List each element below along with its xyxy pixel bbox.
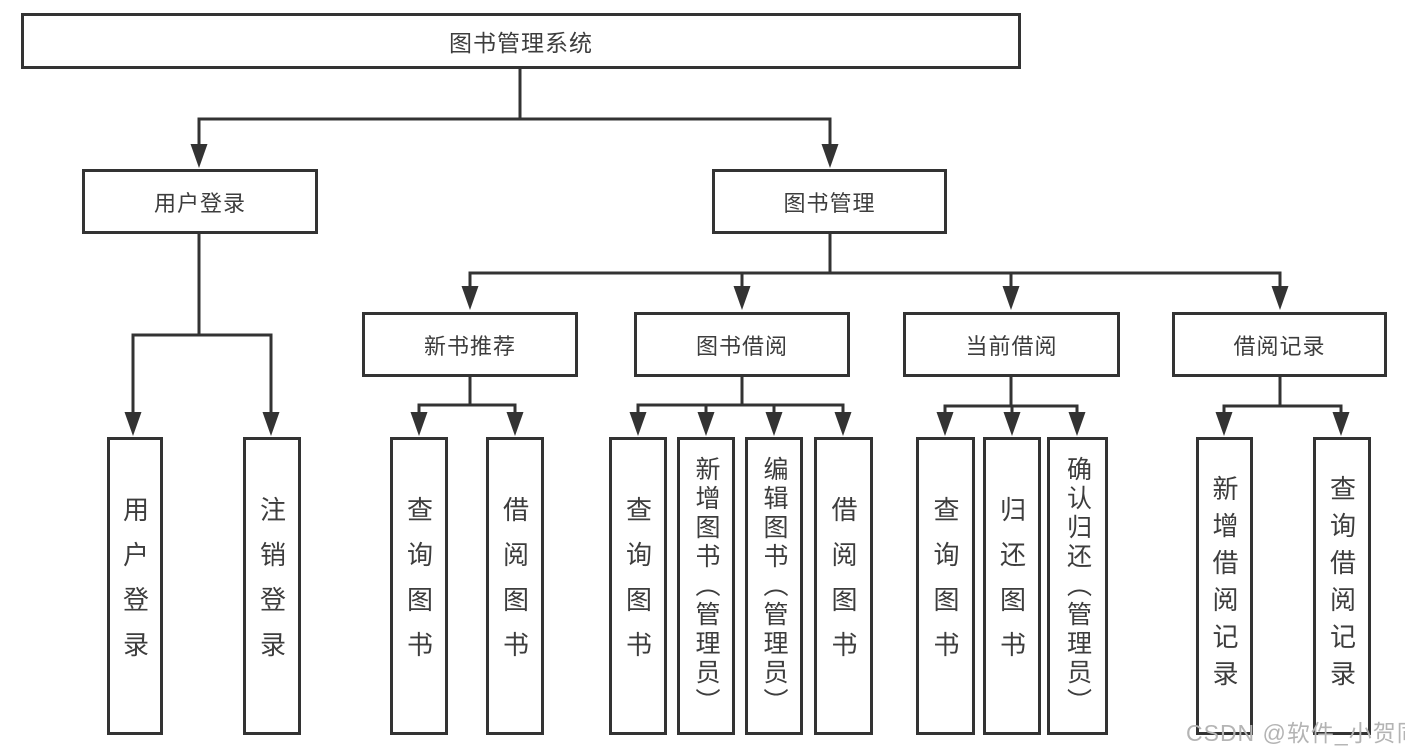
node-user-login-leaf: 用户登录 [107,437,163,735]
node-book-management: 图书管理 [712,169,947,234]
node-label: 新增借阅记录 [1209,475,1239,697]
node-label: 图书借阅 [695,333,788,359]
node-label: 新书推荐 [423,333,516,359]
node-return-books: 归还图书 [983,437,1041,735]
node-label: 查询图书 [930,496,960,676]
node-label: 用户登录 [119,496,150,676]
node-label: 借阅图书 [828,496,858,676]
csdn-watermark: CSDN @软件_小贺同学 [1186,720,1405,746]
node-edit-books-admin: 编辑图书（管理员） [745,437,803,735]
node-label: 查询借阅记录 [1326,475,1357,697]
node-query-books-recommend: 查询图书 [390,437,448,735]
node-label: 图书管理系统 [449,30,593,56]
node-borrowing-records: 借阅记录 [1172,312,1387,377]
node-borrow-books-recommend: 借阅图书 [486,437,544,735]
node-query-books-borrow: 查询图书 [609,437,667,735]
node-label: 注销登录 [256,496,287,676]
node-logout: 注销登录 [243,437,301,735]
node-label: 归还图书 [996,496,1027,676]
node-book-borrowing: 图书借阅 [634,312,850,377]
node-label: 借阅记录 [1233,333,1326,359]
node-new-book-recommendation: 新书推荐 [362,312,578,377]
node-label: 用户登录 [153,190,246,216]
node-label: 当前借阅 [965,333,1058,359]
node-query-books-current: 查询图书 [916,437,975,735]
node-label: 确认归还（管理员） [1063,455,1092,717]
node-label: 借阅图书 [499,496,530,676]
node-current-borrowing: 当前借阅 [903,312,1120,377]
node-confirm-return-admin: 确认归还（管理员） [1047,437,1108,735]
node-library-management-system: 图书管理系统 [21,13,1021,69]
node-label: 查询图书 [622,496,653,676]
node-label: 图书管理 [783,190,876,216]
node-borrow-books: 借阅图书 [814,437,873,735]
node-label: 查询图书 [403,496,434,676]
node-add-borrow-record: 新增借阅记录 [1196,437,1253,735]
arrowheads [124,144,1350,436]
node-label: 编辑图书（管理员） [760,455,788,717]
node-query-borrow-record: 查询借阅记录 [1313,437,1371,735]
node-label: 新增图书（管理员） [692,455,720,717]
node-add-books-admin: 新增图书（管理员） [677,437,735,735]
node-user-login: 用户登录 [82,169,318,234]
